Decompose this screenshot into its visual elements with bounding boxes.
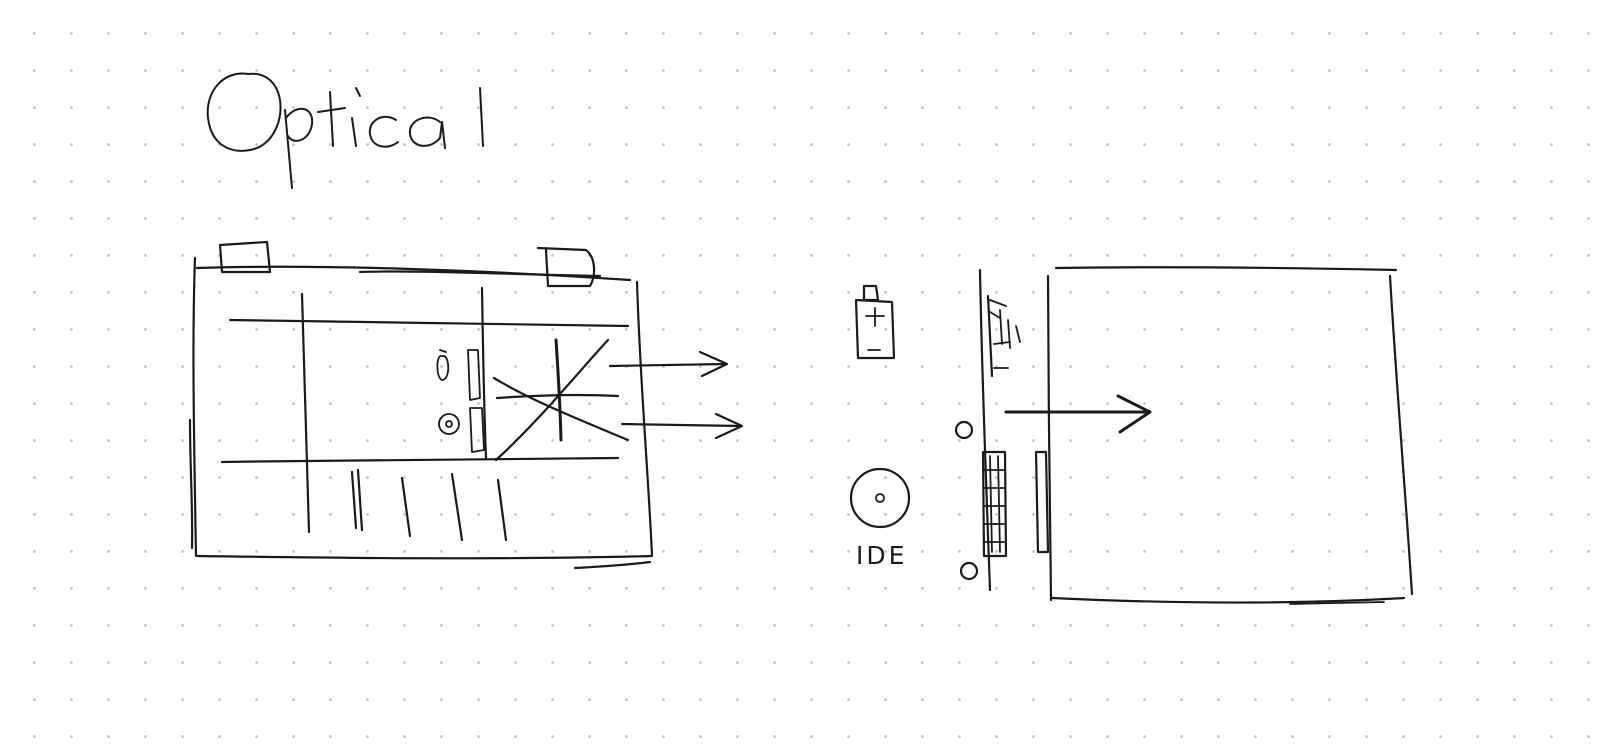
side-arrow-head	[1116, 394, 1152, 434]
disc-caption: IDE	[856, 541, 907, 570]
lower-arrow-head	[714, 412, 744, 440]
upper-arrow-shaft	[608, 362, 728, 368]
slot-lines	[350, 468, 508, 542]
led-indicator-icon	[436, 349, 450, 381]
drive-front-panel	[188, 240, 654, 570]
battery-icon	[854, 284, 896, 360]
title-handwriting: Optical	[200, 65, 525, 189]
disc-icon	[849, 467, 911, 529]
upper-arrow-head	[698, 350, 729, 378]
drive-side-view	[954, 268, 1050, 592]
title-text: Optical	[200, 65, 525, 172]
connection-arrows	[608, 350, 1152, 440]
disc-tray-cross	[492, 338, 630, 462]
large-box	[1046, 266, 1414, 605]
lower-arrow-shaft	[620, 422, 742, 428]
eject-button-icon	[438, 413, 460, 435]
